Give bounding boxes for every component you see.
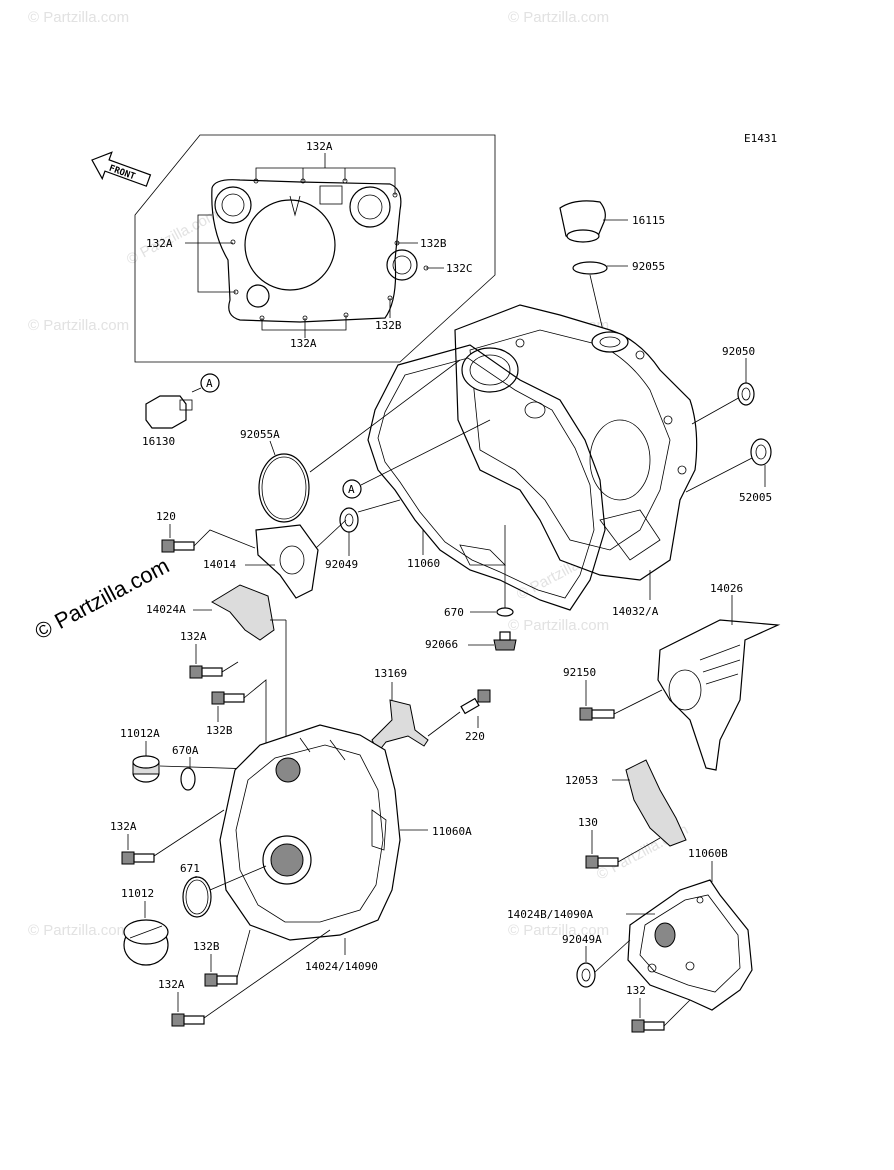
part-label-92050: 92050 (722, 345, 755, 358)
part-label-14024A: 14024A (146, 603, 186, 616)
hose-bracket (371, 699, 429, 753)
part-label-132A: 132A (146, 237, 173, 250)
bolt-location-inset (134, 134, 496, 363)
o-ring (182, 876, 212, 918)
watermark-text: © Partzilla.com (28, 922, 129, 939)
part-label-92055A: 92055A (240, 428, 280, 441)
callout-a-marker (342, 479, 362, 499)
part-label-16115: 16115 (632, 214, 665, 227)
o-ring (180, 767, 196, 791)
callout-a-marker (200, 373, 220, 393)
part-label-14026: 14026 (710, 582, 743, 595)
part-label-132B: 132B (420, 237, 447, 250)
bearing-plate (255, 524, 319, 599)
bolt (161, 539, 195, 553)
bolt (121, 851, 155, 865)
cover-bracket (211, 584, 275, 641)
callout-a-label: A (206, 377, 213, 390)
part-label-670A: 670A (172, 744, 199, 757)
part-label-92049A: 92049A (562, 933, 602, 946)
part-label-132B: 132B (206, 724, 233, 737)
part-label-92055: 92055 (632, 260, 665, 273)
part-label-11012: 11012 (121, 887, 154, 900)
drain-plug (145, 387, 202, 429)
oil-seal (576, 962, 596, 988)
o-ring (496, 607, 514, 617)
crankshaft-cap (123, 919, 169, 966)
chain-guide (625, 759, 687, 847)
part-label-14014: 14014 (203, 558, 236, 571)
part-label-11060: 11060 (407, 557, 440, 570)
part-label-120: 120 (156, 510, 176, 523)
bolt (460, 689, 491, 715)
watermark-text: © Partzilla.com (508, 617, 609, 634)
part-label-132A: 132A (306, 140, 333, 153)
water-pump-cover (627, 879, 753, 1011)
part-label-132B: 132B (375, 319, 402, 332)
bolt (204, 973, 238, 987)
part-label-671: 671 (180, 862, 200, 875)
bolt (189, 665, 223, 679)
part-label-132A: 132A (180, 630, 207, 643)
bolt (631, 1019, 665, 1033)
part-label-12053: 12053 (565, 774, 598, 787)
o-ring (258, 453, 310, 523)
part-label-11060A: 11060A (432, 825, 472, 838)
part-label-92049: 92049 (325, 558, 358, 571)
oil-seal (339, 507, 359, 533)
part-label-14024B: 14024B/14090A (507, 908, 593, 921)
part-label-11060B: 11060B (688, 847, 728, 860)
callout-a-label: A (348, 483, 355, 496)
bolt (211, 691, 245, 705)
part-label-130: 130 (578, 816, 598, 829)
part-label-132C: 132C (446, 262, 473, 275)
o-ring (572, 261, 608, 275)
inspection-cap (132, 755, 160, 783)
part-label-92066: 92066 (425, 638, 458, 651)
part-label-16130: 16130 (142, 435, 175, 448)
part-label-220: 220 (465, 730, 485, 743)
bolt (585, 855, 619, 869)
part-label-132: 132 (626, 984, 646, 997)
part-label-132A: 132A (110, 820, 137, 833)
oil-seal (750, 438, 772, 466)
watermark-text: © Partzilla.com (124, 206, 221, 268)
part-label-52005: 52005 (739, 491, 772, 504)
part-label-670: 670 (444, 606, 464, 619)
bolt (171, 1013, 205, 1027)
oil-filler-cap (559, 200, 628, 243)
cover-gasket (367, 344, 606, 611)
partzilla-watermark: © Partzilla.com (31, 553, 174, 645)
bolt (579, 707, 615, 721)
part-label-92150: 92150 (563, 666, 596, 679)
part-label-132B: 132B (193, 940, 220, 953)
sprocket-cover (657, 619, 781, 771)
watermark-text: © Partzilla.com (508, 922, 609, 939)
part-label-13169: 13169 (374, 667, 407, 680)
part-label-132A: 132A (158, 978, 185, 991)
drain-bolt (493, 631, 517, 651)
diagram-code: E1431 (744, 132, 777, 145)
watermark-text: © Partzilla.com (508, 9, 609, 26)
part-label-14032: 14032/A (612, 605, 659, 618)
crankcase-cover (454, 304, 698, 581)
watermark-text: © Partzilla.com (28, 9, 129, 26)
engine-side-cover (219, 724, 401, 941)
part-label-11012A: 11012A (120, 727, 160, 740)
part-label-14024: 14024/14090 (305, 960, 378, 973)
front-arrow-icon: FRONT (91, 151, 152, 187)
watermark-text: © Partzilla.com (28, 317, 129, 334)
oil-seal (737, 382, 755, 406)
part-label-132A: 132A (290, 337, 317, 350)
